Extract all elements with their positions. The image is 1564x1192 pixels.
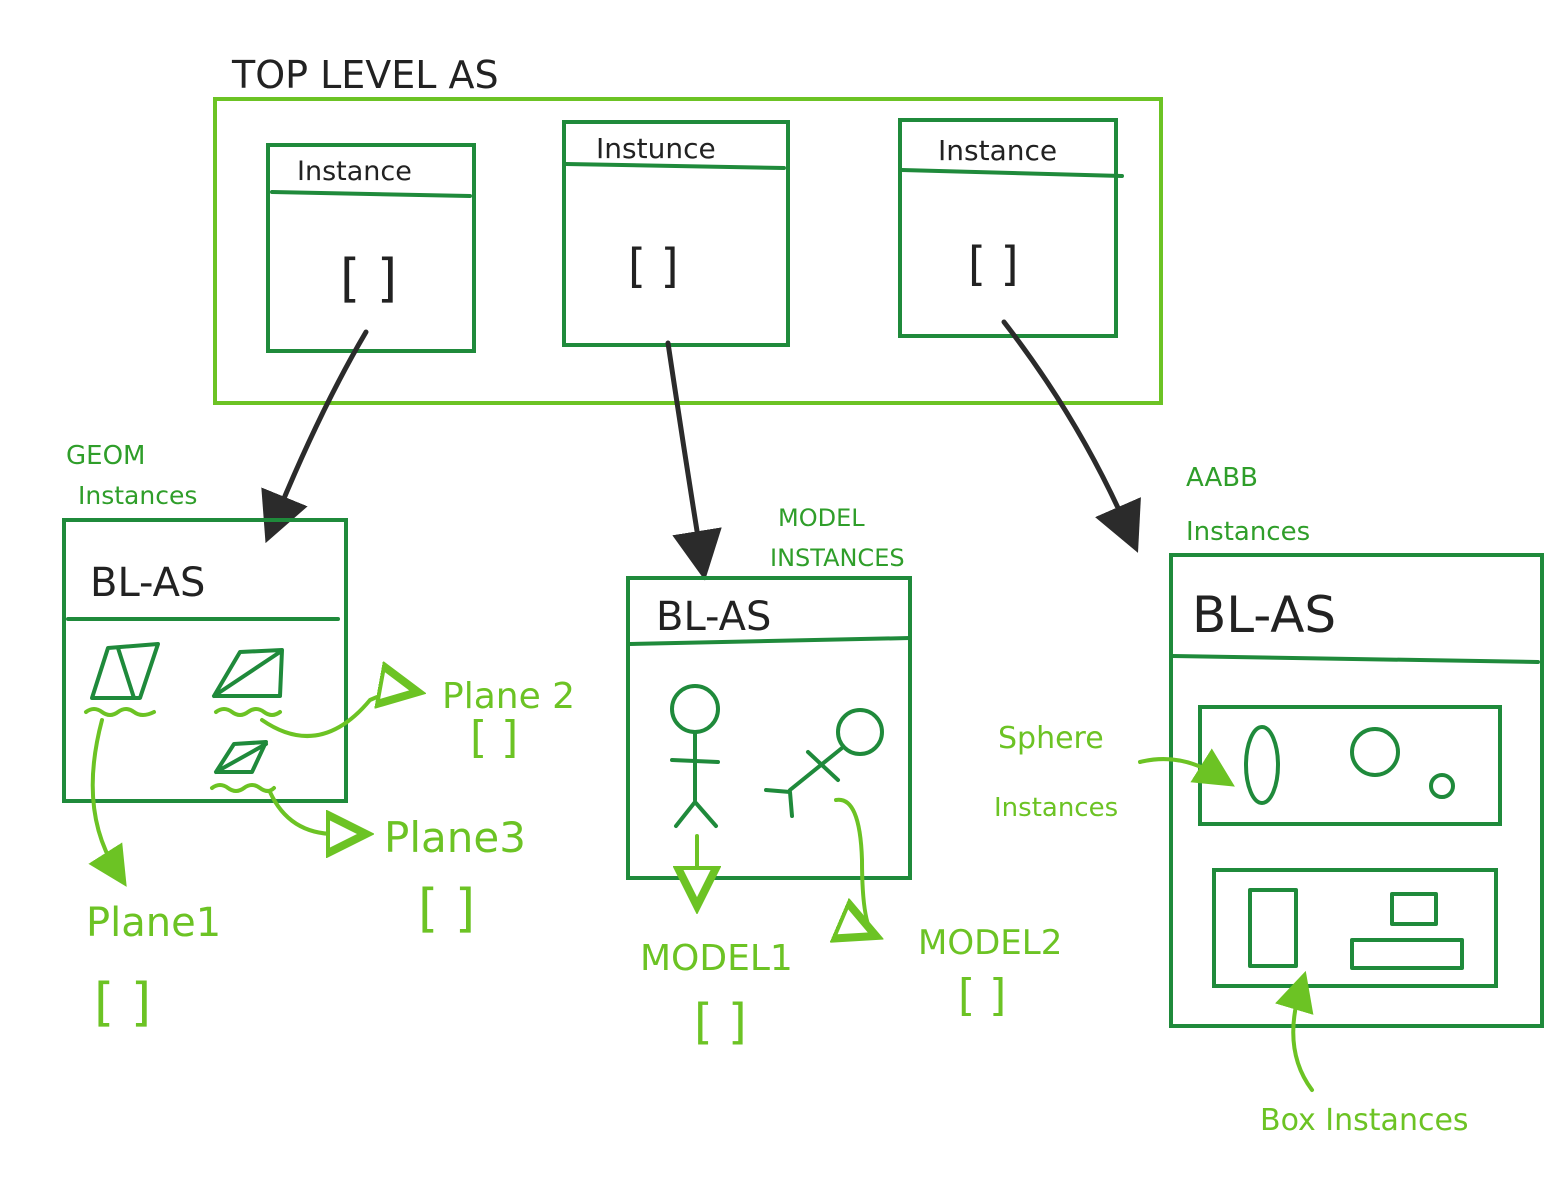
model2-leader — [836, 797, 876, 936]
model-caption-line1: MODEL — [778, 504, 865, 532]
sphere-glyph — [1350, 727, 1400, 777]
instance1-to-geom-arrow — [261, 329, 369, 544]
instance-header: Instance — [938, 134, 1057, 167]
instance-value: [ ] — [628, 239, 679, 293]
model1-stick-figure — [670, 684, 720, 828]
plane2-label: Plane 2 — [442, 676, 575, 717]
geom-blas-box: BL-AS — [62, 518, 348, 803]
instance-value: [ ] — [968, 237, 1019, 291]
instance-value: [ ] — [340, 249, 397, 309]
instance-node-1: Instance [ ] — [266, 143, 476, 353]
model2-stick-figure — [764, 708, 884, 818]
sphere-instances-label-line1: Sphere — [998, 721, 1104, 756]
aabb-blas-title: BL-AS — [1192, 586, 1336, 644]
box-glyph — [1248, 888, 1298, 968]
plane1-leader — [88, 718, 127, 887]
box-instances-box — [1212, 868, 1498, 988]
aabb-blas-box: BL-AS — [1169, 553, 1544, 1028]
model2-value: [ ] — [958, 970, 1006, 1021]
instance-header: Instance — [297, 156, 412, 187]
instance-node-2: Instunce [ ] — [562, 120, 790, 347]
plane3-leader — [268, 790, 366, 834]
plane1-label: Plane1 — [86, 900, 221, 946]
model2-label: MODEL2 — [918, 923, 1062, 963]
aabb-caption-line1: AABB — [1186, 463, 1258, 493]
box-instances-leader — [1275, 970, 1314, 1092]
plane3-label: Plane3 — [384, 813, 526, 862]
plane3-glyph — [214, 740, 268, 774]
box-instances-label: Box Instances — [1260, 1103, 1469, 1138]
aabb-caption-line2: Instances — [1186, 517, 1310, 547]
model1-value: [ ] — [694, 994, 747, 1050]
geom-caption-line1: GEOM — [66, 441, 145, 471]
plane3-value: [ ] — [418, 879, 475, 939]
instance-header: Instunce — [596, 132, 716, 165]
sphere-glyph — [1244, 725, 1280, 805]
plane2-squiggle — [214, 707, 282, 717]
instance2-to-model-arrow — [665, 340, 722, 581]
top-level-title: TOP LEVEL AS — [231, 53, 499, 97]
model-blas-box: BL-AS — [626, 576, 912, 880]
model-blas-title: BL-AS — [656, 594, 771, 640]
sphere-instances-label-line2: Instances — [994, 793, 1118, 823]
geom-caption-line2: Instances — [78, 481, 197, 510]
sphere-glyph — [1429, 773, 1455, 799]
plane2-glyph — [212, 648, 284, 698]
plane1-squiggle — [84, 707, 156, 717]
plane2-leader — [260, 691, 418, 738]
plane3-squiggle — [210, 783, 276, 793]
sphere-instances-leader — [1138, 748, 1235, 787]
plane1-glyph — [90, 642, 160, 700]
geom-blas-title: BL-AS — [90, 560, 205, 606]
instance3-to-aabb-arrow — [1001, 319, 1141, 553]
instance-node-3: Instance [ ] — [898, 118, 1124, 338]
top-level-box — [213, 97, 1163, 405]
model-caption-line2: INSTANCES — [770, 544, 905, 572]
plane2-value: [ ] — [470, 712, 518, 763]
model1-label: MODEL1 — [640, 938, 793, 979]
box-glyph — [1350, 938, 1464, 970]
box-glyph — [1390, 892, 1438, 926]
plane1-value: [ ] — [94, 973, 151, 1033]
